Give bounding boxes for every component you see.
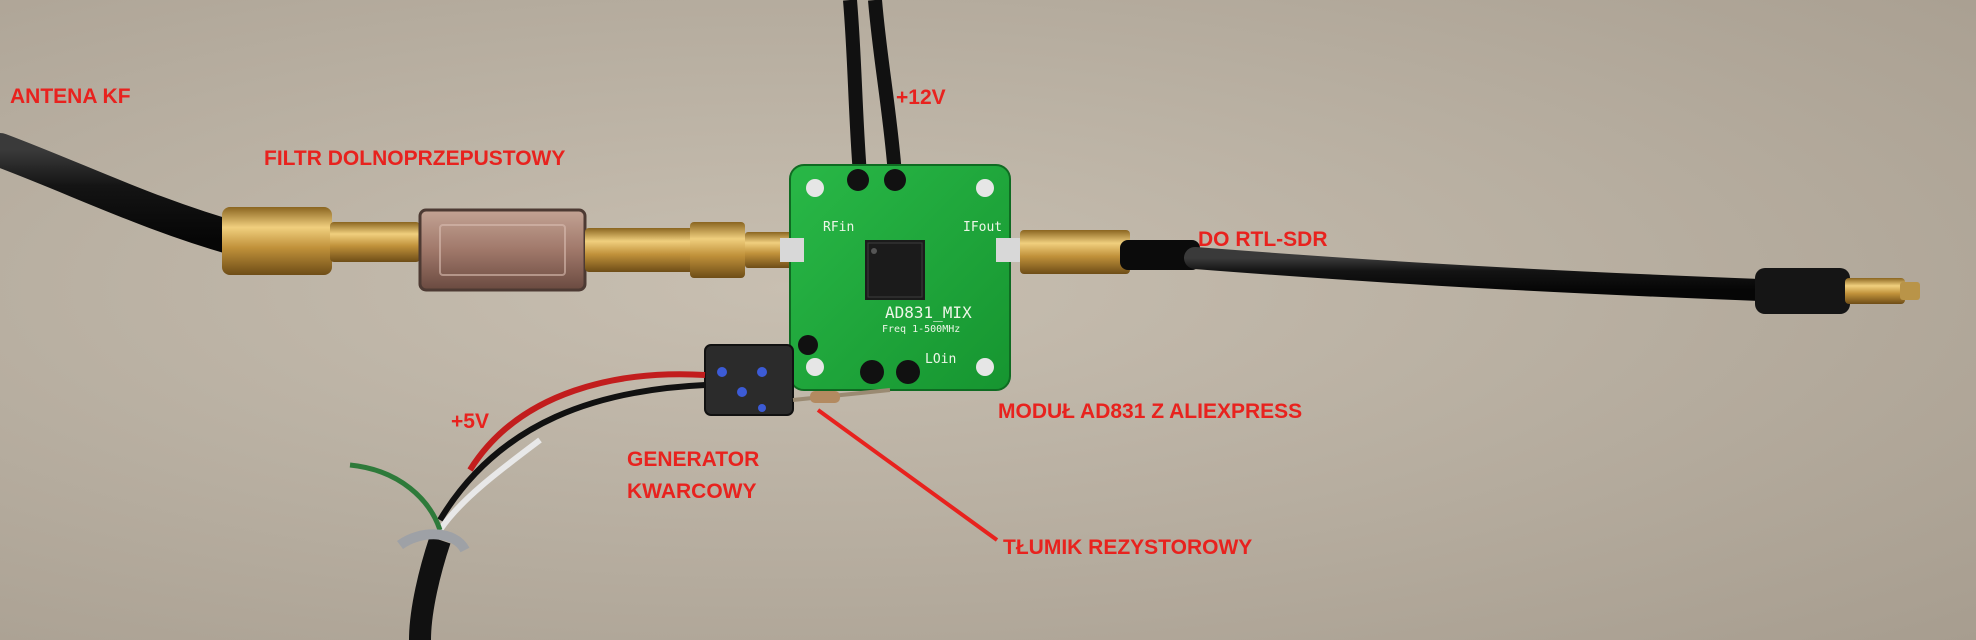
low-pass-filter — [418, 208, 587, 292]
label-filter: FILTR DOLNOPRZEPUSTOWY — [264, 147, 566, 170]
pcb-label-title: AD831_MIX — [885, 303, 972, 322]
filter-connector — [585, 228, 695, 272]
label-rtl-sdr: DO RTL-SDR — [1198, 228, 1328, 251]
power-5v-cable — [409, 536, 451, 640]
label-attenuator: TŁUMIK REZYSTOROWY — [1003, 536, 1253, 559]
rtl-plug — [1755, 268, 1850, 314]
label-antenna: ANTENA KF — [10, 85, 131, 108]
label-power-5v: +5V — [451, 410, 489, 433]
pcb-label-freq: Freq 1-500MHz — [882, 324, 961, 335]
label-module: MODUŁ AD831 Z ALIEXPRESS — [998, 400, 1303, 423]
label-power-12v: +12V — [896, 86, 946, 109]
antenna-cable — [0, 133, 257, 257]
pcb-label-rfin: RFin — [823, 220, 855, 235]
rtl-cable — [1184, 247, 1771, 301]
label-generator-line1: GENERATOR — [627, 448, 760, 471]
resistor-attenuator — [792, 388, 891, 402]
label-generator-line2: KWARCOWY — [627, 480, 757, 503]
power-12v-wire — [843, 0, 867, 176]
crystal-generator — [704, 344, 794, 416]
output-connector — [1020, 230, 1130, 274]
power-5v-wires — [437, 382, 706, 522]
pcb-label-ifout: IFout — [963, 220, 1003, 235]
attenuator-pointer — [816, 408, 999, 542]
pcb-label-loin: LOin — [925, 352, 957, 367]
antenna-connector — [222, 207, 332, 275]
